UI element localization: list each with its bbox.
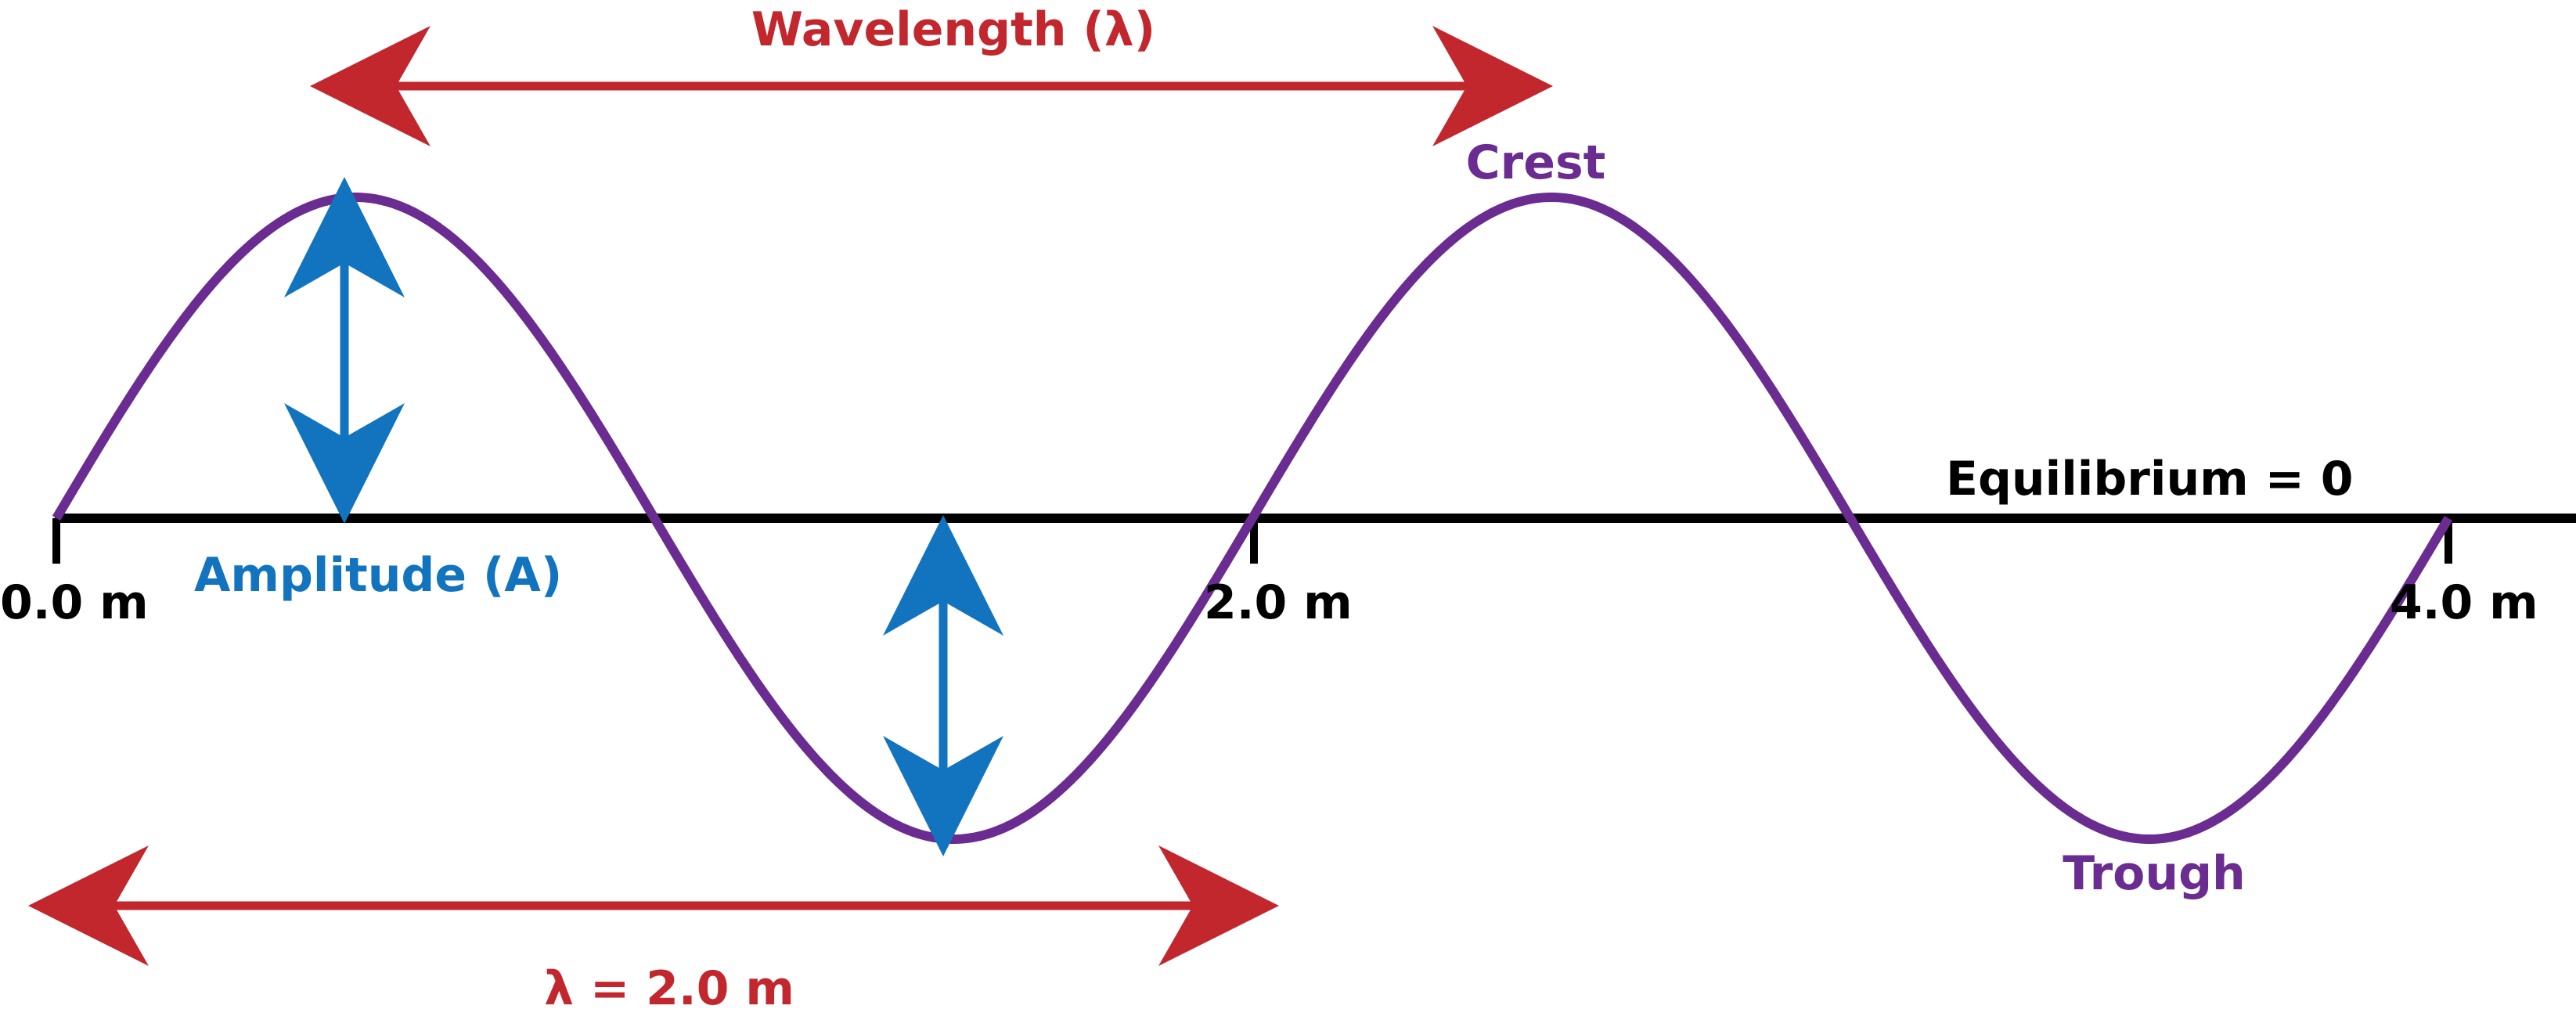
trough-label: Trough <box>2063 846 2246 901</box>
crest-label: Crest <box>1466 135 1606 190</box>
tick-label-4: 4.0 m <box>2390 575 2538 630</box>
wave-curve <box>52 193 2453 844</box>
equilibrium-label: Equilibrium = 0 <box>1946 452 2354 506</box>
title-wavelength: Wavelength (λ) <box>751 2 1155 57</box>
tick-label-0: 0.0 m <box>0 575 149 630</box>
amplitude-label: Amplitude (A) <box>194 548 562 603</box>
tick-label-2: 2.0 m <box>1204 575 1353 630</box>
lambda-value-label: λ = 2.0 m <box>544 961 794 1016</box>
